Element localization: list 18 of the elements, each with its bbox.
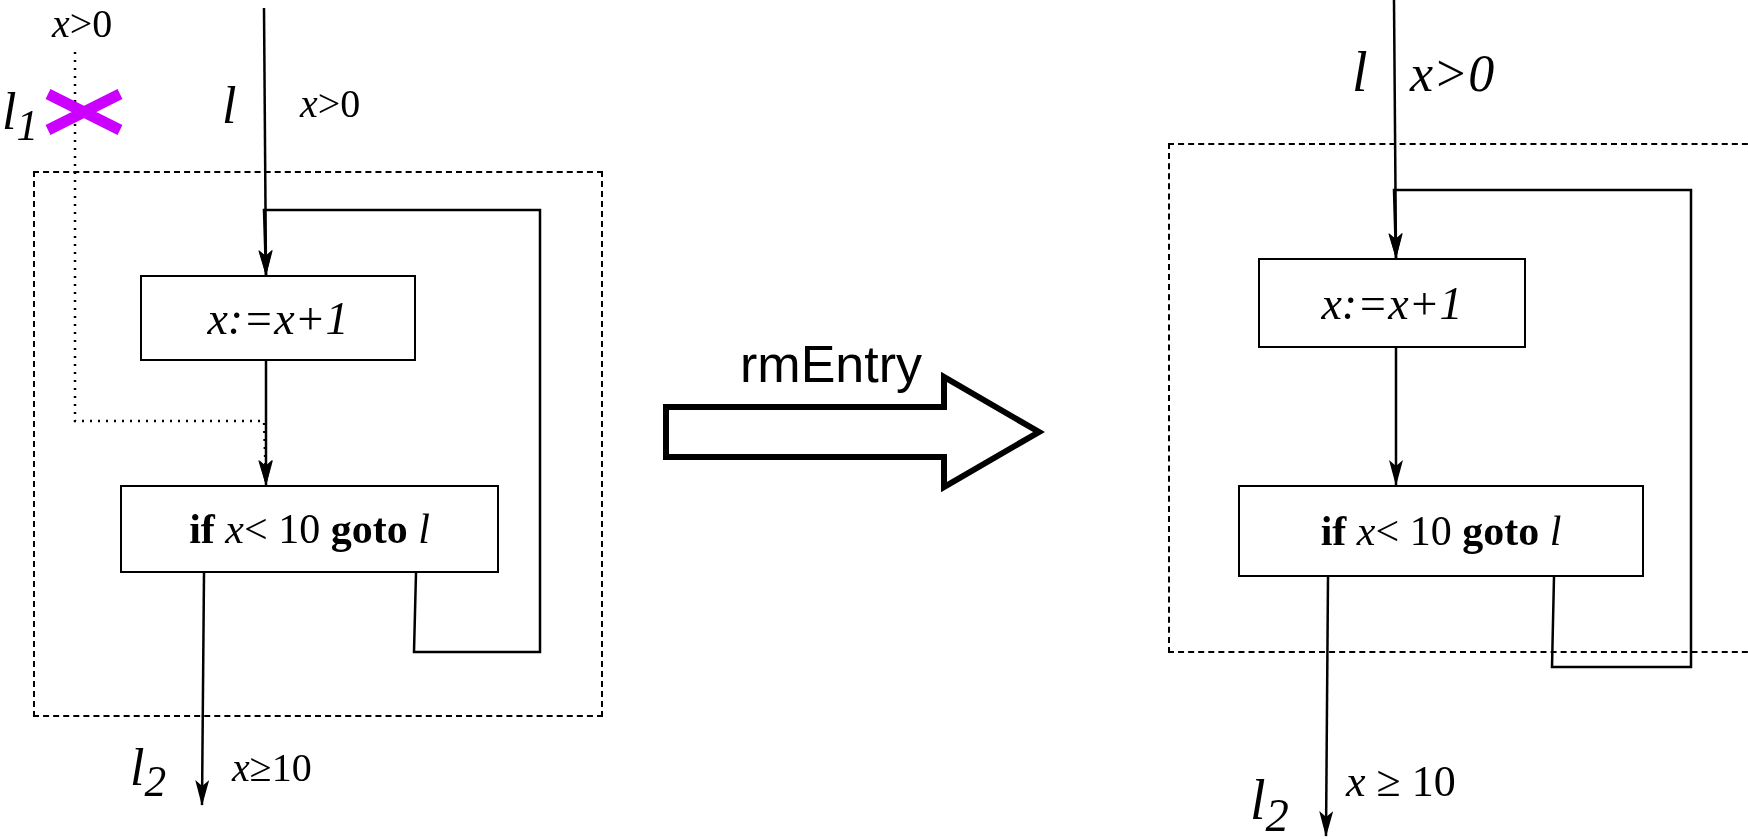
arrow — [259, 361, 273, 486]
process-box: if x< 10 goto l — [120, 485, 499, 573]
dashed-region — [1168, 143, 1748, 653]
process-box: x:=x+1 — [140, 275, 416, 361]
process-box: if x< 10 goto l — [1238, 485, 1644, 577]
process-box: x:=x+1 — [1258, 258, 1526, 348]
arrow — [195, 573, 210, 806]
arrow — [1388, 188, 1693, 669]
label-text: l — [1352, 44, 1368, 100]
arrow — [258, 208, 542, 654]
block-arrow — [663, 371, 1045, 493]
arrow — [1389, 348, 1403, 486]
label-text: l — [222, 80, 237, 132]
label-text: l$_{2}$ — [1250, 772, 1289, 839]
label-text: l$_{2}$ — [130, 742, 167, 804]
label-text: l$_{1}$ — [2, 86, 39, 148]
arrow — [1319, 577, 1334, 837]
dashed-region — [33, 171, 603, 717]
